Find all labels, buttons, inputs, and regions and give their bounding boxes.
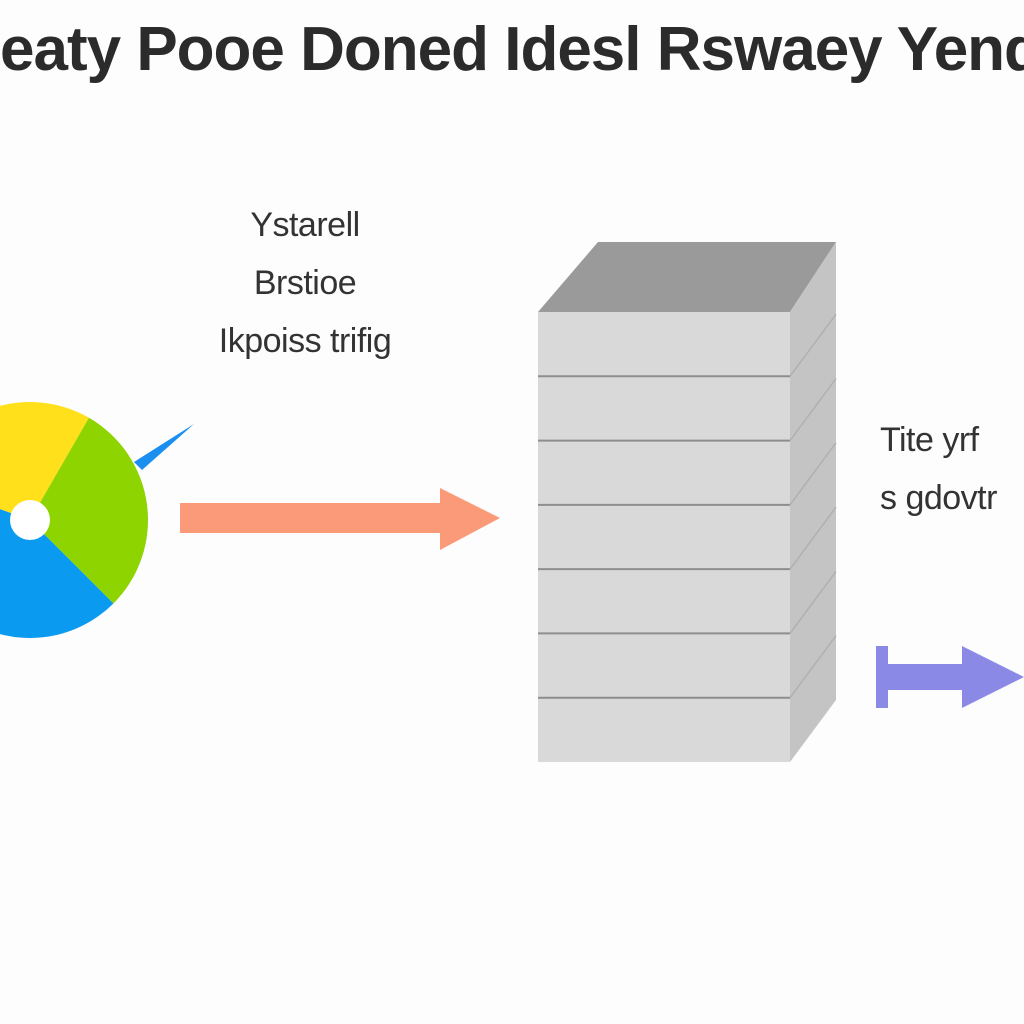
stack-layer-lines	[538, 313, 837, 699]
stack-front-face	[538, 312, 790, 762]
stack-side-line	[789, 378, 837, 442]
purple-arrow-icon	[876, 646, 1024, 708]
stack-top-face	[538, 242, 836, 312]
orange-arrow-icon	[180, 488, 500, 550]
pie-pointer-needle	[134, 424, 194, 470]
purple-arrow-shaft	[888, 664, 968, 690]
right-label-block: Tite yrf s gdovtr	[880, 420, 1024, 536]
pie-chart-icon	[0, 402, 194, 638]
pie-center-hole	[10, 500, 50, 540]
diagram-title: eaty Pooe Doned Idesl Rswaey Yend Pou	[0, 15, 1024, 84]
middle-label-block: Ystarell Brstioe Ikpoiss trifig	[190, 205, 420, 379]
orange-arrow-shaft	[180, 503, 452, 533]
right-label-line-1: Tite yrf	[880, 421, 979, 459]
purple-arrow-tail	[876, 646, 888, 708]
pie-slice-yellow	[0, 402, 89, 520]
orange-arrow-head	[440, 488, 500, 550]
pie-slice-blue	[0, 509, 114, 638]
stack-side-line	[789, 570, 837, 634]
stack-side-line	[789, 506, 837, 570]
stack-side-line	[789, 442, 837, 506]
stack-side-face	[790, 242, 836, 762]
middle-label-line-2: Brstioe	[253, 264, 357, 302]
purple-arrow-head	[962, 646, 1024, 708]
server-stack-icon	[538, 242, 837, 762]
middle-label-line-1: Ystarell	[250, 206, 360, 244]
pie-slice-green	[30, 417, 148, 604]
stack-side-line	[789, 635, 837, 699]
right-label-line-2: s gdovtr	[880, 479, 997, 517]
stack-side-line	[789, 313, 837, 377]
middle-label-line-3: Ikpoiss trifig	[218, 322, 392, 360]
